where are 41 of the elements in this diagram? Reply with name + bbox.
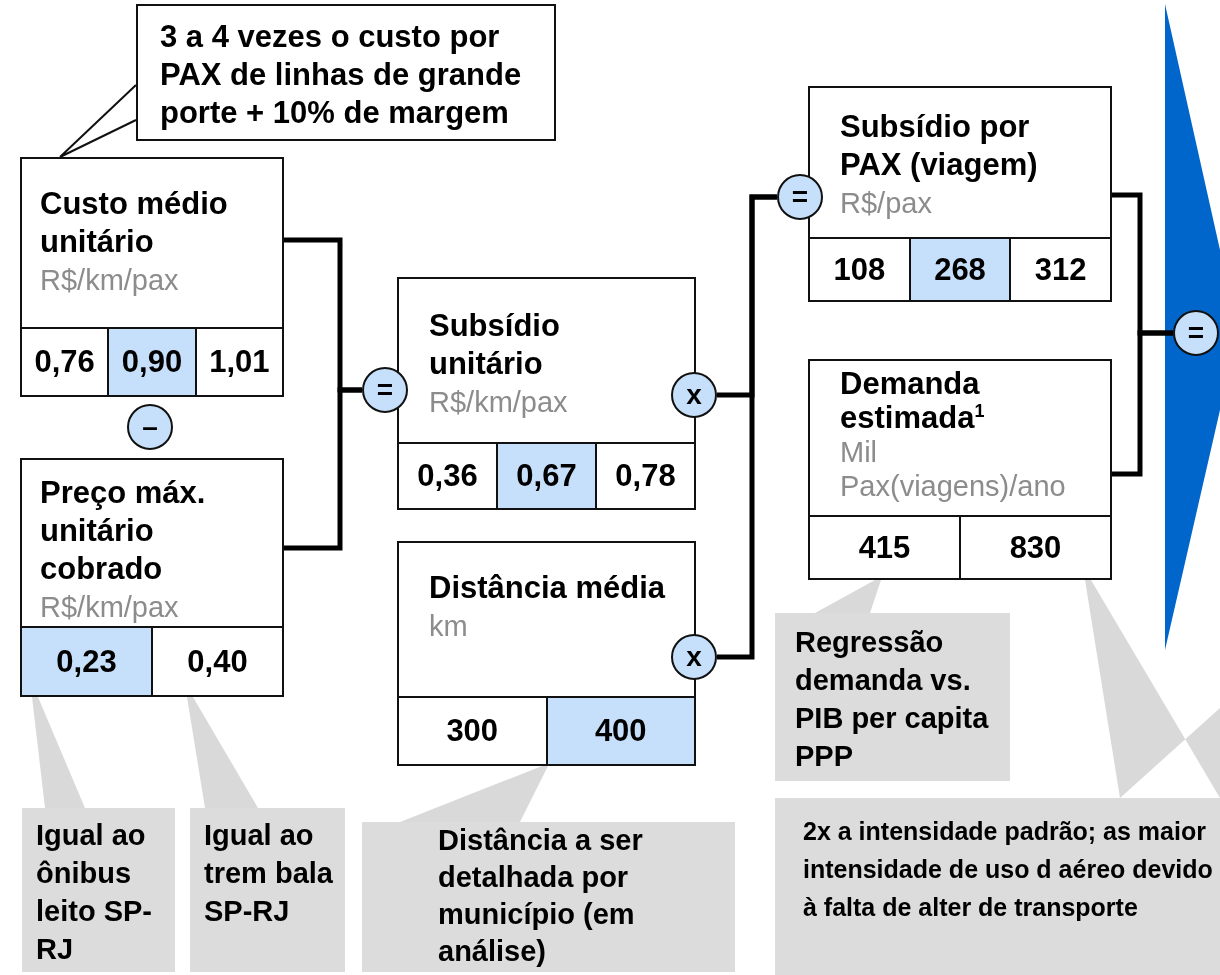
unit-label: km — [429, 609, 469, 644]
operator-circle: = — [777, 174, 823, 220]
metric-title: Preço máx. unitário cobrado — [40, 474, 207, 588]
note-callout: Igual ao ônibus leito SP-RJ — [22, 808, 175, 972]
note-callout: 2x a intensidade padrão; as maior intensidade de uso d aéreo devido à falta de alter de transporte — [775, 798, 1220, 975]
metric-card — [20, 157, 284, 397]
value-cell: 0,23 — [22, 628, 151, 695]
connector-line — [284, 387, 362, 551]
metric-title: Demanda estimada$^{1}$ — [840, 367, 986, 435]
metric-title: Subsídio unitário — [429, 307, 561, 383]
operator-circle: = — [362, 367, 408, 413]
unit-label: Mil Pax(viagens)/ano — [840, 435, 1067, 503]
operator-circle: x — [671, 372, 717, 418]
metric-title: Custo médio unitário — [40, 185, 229, 261]
note-callout: Regressão demanda vs. PIB per capita PPP — [775, 613, 1010, 781]
unit-label: R$/km/pax — [40, 590, 180, 625]
note-callout: Distância a ser detalhada por município (em análise) — [362, 822, 735, 972]
unit-label: R$/pax — [840, 186, 933, 221]
bubble-tail — [59, 84, 137, 158]
speech-bubble: 3 a 4 vezes o custo por PAX de linhas de grande porte + 10% de margem — [136, 4, 556, 141]
leader-wedge — [815, 580, 881, 613]
leader-wedge — [32, 697, 85, 808]
note-callout: Igual ao trem bala SP-RJ — [190, 808, 345, 972]
operator-circle: – — [127, 404, 173, 450]
leader-wedge — [400, 766, 548, 822]
operator-circle: x — [671, 634, 717, 680]
metric-card — [808, 86, 1112, 302]
unit-label: R$/km/pax — [429, 385, 569, 420]
unit-label: R$/km/pax — [40, 263, 180, 298]
leader-wedge — [187, 697, 258, 808]
value-cell: 0,67 — [496, 444, 595, 508]
metric-card — [808, 359, 1112, 580]
metric-card — [20, 458, 284, 697]
metric-title: Distância média — [429, 569, 667, 607]
value-cell: 400 — [545, 698, 694, 764]
leader-wedge — [1085, 580, 1220, 798]
connector-line — [717, 194, 777, 660]
value-cell: 268 — [908, 239, 1010, 300]
metric-title: Subsídio por PAX (viagem) — [840, 108, 1039, 184]
connector-line — [1112, 330, 1173, 477]
value-cell: 0,90 — [107, 329, 195, 395]
